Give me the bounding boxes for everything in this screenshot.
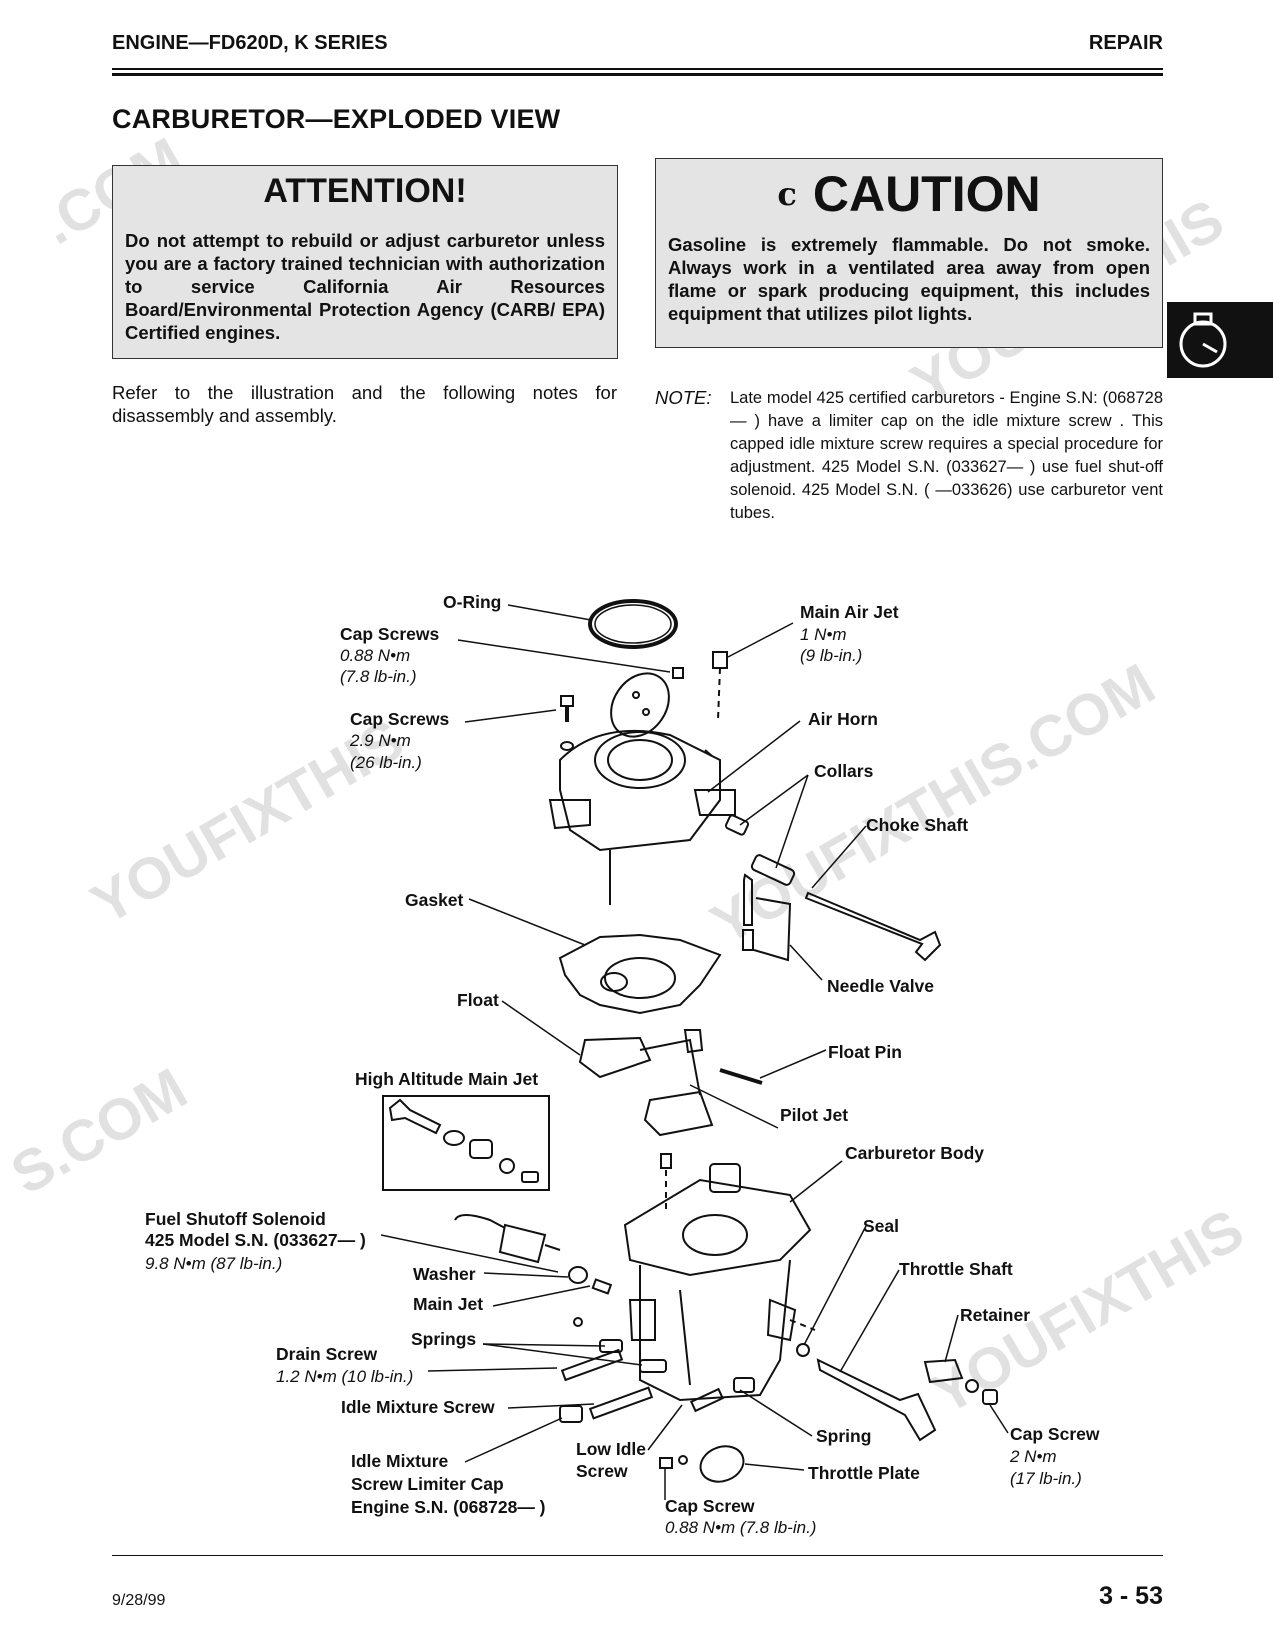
label-springs: Springs bbox=[411, 1329, 477, 1349]
torque-cap-screws-horn-lbin: (26 lb-in.) bbox=[350, 753, 422, 772]
torque-cap-screw-right-nm: 2 N•m bbox=[1010, 1447, 1057, 1466]
section-tab bbox=[1167, 302, 1273, 378]
label-seal: Seal bbox=[863, 1216, 899, 1236]
label-retainer: Retainer bbox=[960, 1305, 1031, 1325]
caution-heading-row: c CAUTION bbox=[656, 165, 1162, 223]
label-float: Float bbox=[457, 990, 499, 1010]
torque-main-air-jet-lbin: (9 lb-in.) bbox=[800, 646, 863, 665]
note-text: Late model 425 certified carburetors - E… bbox=[730, 389, 1163, 522]
label-float-pin: Float Pin bbox=[828, 1042, 902, 1062]
footer-date: 9/28/99 bbox=[112, 1592, 166, 1609]
header-rule bbox=[112, 68, 1163, 70]
header-rule-thick bbox=[112, 73, 1163, 76]
label-carburetor-body: Carburetor Body bbox=[845, 1143, 985, 1163]
caution-body: Gasoline is extremely flammable. Do not … bbox=[668, 234, 1150, 324]
label-spring: Spring bbox=[816, 1426, 872, 1446]
intro-paragraph: Refer to the illustration and the follow… bbox=[112, 382, 617, 426]
label-throttle-shaft: Throttle Shaft bbox=[899, 1259, 1013, 1279]
torque-cap-screw-right-lbin: (17 lb-in.) bbox=[1010, 1469, 1082, 1488]
attention-body: Do not attempt to rebuild or adjust carb… bbox=[125, 230, 605, 343]
label-needle-valve: Needle Valve bbox=[827, 976, 935, 996]
label-limiter-cap-line3: Engine S.N. (068728— ) bbox=[351, 1497, 546, 1517]
label-o-ring: O-Ring bbox=[443, 592, 502, 612]
torque-main-air-jet-nm: 1 N•m bbox=[800, 625, 847, 644]
label-main-jet: Main Jet bbox=[413, 1294, 484, 1314]
footer-rule bbox=[112, 1555, 1163, 1556]
running-header-left: ENGINE—FD620D, K SERIES bbox=[112, 32, 388, 54]
caution-box: c CAUTION Gasoline is extremely flammable… bbox=[655, 158, 1163, 348]
label-choke-shaft: Choke Shaft bbox=[866, 815, 969, 835]
torque-drain-screw: 1.2 N•m (10 lb-in.) bbox=[276, 1367, 414, 1386]
engine-section-icon bbox=[1179, 312, 1227, 368]
note-label: NOTE: bbox=[655, 387, 712, 408]
label-cap-screw-bottom: Cap Screw bbox=[665, 1496, 755, 1516]
label-fuel-shutoff-model: 425 Model S.N. (033627— ) bbox=[145, 1230, 366, 1250]
label-limiter-cap-line1: Idle Mixture bbox=[351, 1451, 449, 1471]
label-throttle-plate: Throttle Plate bbox=[808, 1463, 920, 1483]
label-main-air-jet: Main Air Jet bbox=[800, 602, 899, 622]
running-header-right: REPAIR bbox=[1088, 32, 1163, 54]
torque-cap-screws-top-nm: 0.88 N•m bbox=[340, 646, 411, 665]
label-fuel-shutoff-solenoid: Fuel Shutoff Solenoid bbox=[145, 1209, 326, 1229]
label-collars: Collars bbox=[814, 761, 874, 781]
label-limiter-cap-line2: Screw Limiter Cap bbox=[351, 1474, 504, 1494]
caution-symbol-icon: c bbox=[777, 175, 797, 213]
label-idle-mixture-screw: Idle Mixture Screw bbox=[341, 1397, 495, 1417]
attention-box: ATTENTION! Do not attempt to rebuild or … bbox=[112, 165, 618, 359]
torque-cap-screws-horn-nm: 2.9 N•m bbox=[350, 731, 411, 750]
label-low-idle-screw-line2: Screw bbox=[576, 1461, 628, 1481]
label-cap-screws-horn: Cap Screws bbox=[350, 709, 450, 729]
torque-fuel-shutoff: 9.8 N•m (87 lb-in.) bbox=[145, 1254, 283, 1273]
caution-heading: CAUTION bbox=[812, 166, 1041, 222]
label-air-horn: Air Horn bbox=[808, 709, 878, 729]
torque-cap-screw-bottom: 0.88 N•m (7.8 lb-in.) bbox=[665, 1518, 817, 1537]
label-low-idle-screw-line1: Low Idle bbox=[576, 1439, 646, 1459]
label-cap-screw-right: Cap Screw bbox=[1010, 1424, 1100, 1444]
label-cap-screws-top: Cap Screws bbox=[340, 624, 440, 644]
torque-cap-screws-top-lbin: (7.8 lb-in.) bbox=[340, 667, 417, 686]
page-title: CARBURETOR—EXPLODED VIEW bbox=[112, 104, 561, 134]
label-pilot-jet: Pilot Jet bbox=[780, 1105, 849, 1125]
label-washer: Washer bbox=[413, 1264, 476, 1284]
page-number: 3 - 53 bbox=[1099, 1582, 1163, 1610]
label-gasket: Gasket bbox=[405, 890, 464, 910]
attention-heading: ATTENTION! bbox=[263, 172, 467, 210]
label-drain-screw: Drain Screw bbox=[276, 1344, 378, 1364]
label-high-altitude-main-jet: High Altitude Main Jet bbox=[355, 1069, 539, 1089]
